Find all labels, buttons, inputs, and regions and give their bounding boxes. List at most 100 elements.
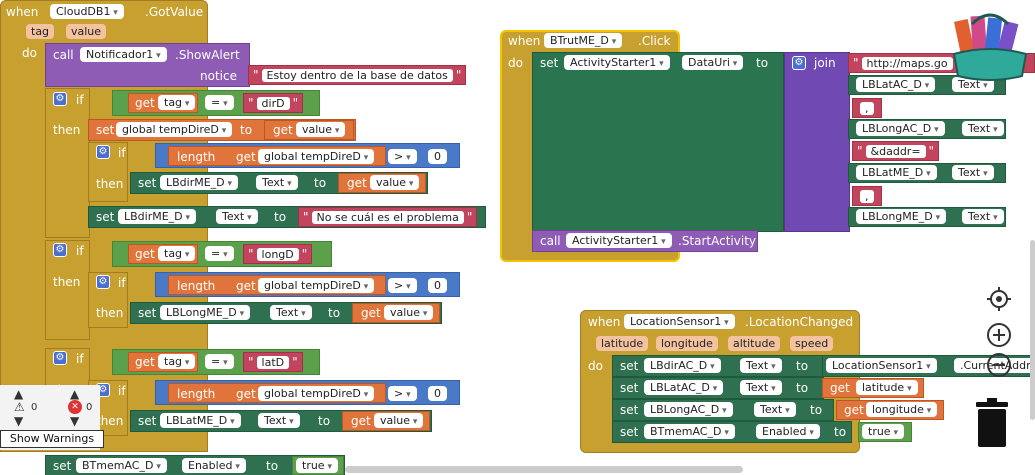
- property-dropdown[interactable]: Text: [270, 305, 312, 320]
- value-dropdown[interactable]: value: [296, 122, 346, 137]
- dirD-value[interactable]: dirD: [256, 97, 290, 110]
- param-tag[interactable]: tag: [26, 24, 55, 39]
- longD-string[interactable]: "longD": [243, 244, 313, 264]
- gear-icon[interactable]: ⚙: [96, 275, 110, 289]
- latD-value[interactable]: latD: [256, 356, 290, 369]
- property-dropdown[interactable]: Text: [258, 413, 300, 428]
- component-dropdown[interactable]: LBLongAC_D: [644, 402, 733, 417]
- daddr-string[interactable]: "&daddr=": [852, 141, 940, 161]
- activity-dropdown[interactable]: ActivityStarter1: [566, 233, 672, 248]
- comma-string[interactable]: ,: [852, 98, 882, 118]
- tag-dropdown[interactable]: tag: [158, 354, 196, 369]
- property-dropdown[interactable]: Enabled: [756, 424, 820, 439]
- gear-icon[interactable]: ⚙: [53, 92, 67, 106]
- arrow-up-icon[interactable]: ▲: [70, 387, 80, 401]
- trash-icon[interactable]: [974, 398, 1010, 448]
- global-var-dropdown[interactable]: global tempDireD: [258, 278, 375, 293]
- latD-string[interactable]: "latD": [243, 352, 303, 372]
- value-dropdown[interactable]: value: [374, 413, 424, 428]
- show-warnings-button[interactable]: Show Warnings: [0, 430, 104, 448]
- zero-number[interactable]: 0: [428, 386, 447, 401]
- eq-dropdown[interactable]: =: [205, 246, 234, 261]
- param-speed[interactable]: speed: [790, 336, 834, 351]
- component-dropdown[interactable]: LocationSensor1: [624, 314, 735, 329]
- set-datauri-block[interactable]: [532, 52, 784, 232]
- horizontal-scrollbar[interactable]: [345, 466, 743, 473]
- if-block-dirD[interactable]: [45, 88, 90, 238]
- property-dropdown[interactable]: Text: [754, 402, 796, 417]
- gt-dropdown[interactable]: >: [388, 278, 417, 293]
- gear-icon[interactable]: ⚙: [792, 56, 806, 70]
- component-dropdown[interactable]: LBLatME_D: [160, 413, 241, 428]
- gear-icon[interactable]: ⚙: [53, 351, 67, 365]
- param-value[interactable]: value: [66, 24, 107, 39]
- param-latitude[interactable]: latitude: [596, 336, 649, 351]
- property-dropdown[interactable]: Enabled: [182, 458, 246, 473]
- recenter-icon[interactable]: [986, 286, 1012, 312]
- component-dropdown[interactable]: LBLongME_D: [160, 305, 251, 320]
- component-dropdown[interactable]: LBLatAC_D: [856, 77, 936, 92]
- daddr-value[interactable]: &daddr=: [865, 145, 926, 158]
- comma-value[interactable]: ,: [860, 102, 874, 115]
- gt-dropdown[interactable]: >: [388, 149, 417, 164]
- property-dropdown[interactable]: Text: [962, 121, 1004, 136]
- value-dropdown[interactable]: value: [384, 305, 434, 320]
- component-dropdown[interactable]: LBdirAC_D: [644, 358, 721, 373]
- property-dropdown[interactable]: Text: [740, 358, 782, 373]
- dirD-string[interactable]: "dirD": [243, 93, 304, 113]
- zero-number[interactable]: 0: [428, 149, 447, 164]
- true-dropdown[interactable]: true: [296, 458, 338, 473]
- vertical-scrollbar[interactable]: [1030, 240, 1035, 420]
- gear-icon[interactable]: ⚙: [53, 243, 67, 257]
- zoom-in-icon[interactable]: [986, 322, 1012, 348]
- zoom-out-icon[interactable]: [986, 352, 1012, 378]
- value-dropdown[interactable]: value: [370, 175, 420, 190]
- component-dropdown[interactable]: LBdirME_D: [118, 209, 197, 224]
- longitude-dropdown[interactable]: longitude: [866, 402, 938, 417]
- sensor-dropdown[interactable]: LocationSensor1: [826, 358, 937, 373]
- latitude-dropdown[interactable]: latitude: [856, 380, 918, 395]
- param-longitude[interactable]: longitude: [656, 336, 718, 351]
- tag-dropdown[interactable]: tag: [158, 246, 196, 261]
- global-var-dropdown[interactable]: global tempDireD: [116, 122, 233, 137]
- arrow-down-icon[interactable]: ▼: [70, 414, 80, 428]
- longD-value[interactable]: longD: [256, 248, 299, 261]
- tag-dropdown[interactable]: tag: [158, 95, 196, 110]
- comma-string[interactable]: ,: [852, 186, 882, 206]
- component-dropdown[interactable]: LBLongME_D: [856, 209, 947, 224]
- gear-icon[interactable]: ⚙: [96, 145, 110, 159]
- url-value[interactable]: http://maps.go: [861, 57, 953, 70]
- problem-string[interactable]: "No se cuál es el problema": [298, 207, 478, 227]
- component-dropdown[interactable]: LBLatAC_D: [644, 380, 724, 395]
- gt-dropdown[interactable]: >: [388, 386, 417, 401]
- alert-text-string[interactable]: "Estoy dentro de la base de datos": [248, 65, 467, 85]
- arrow-down-icon[interactable]: ▼: [14, 414, 24, 428]
- property-dropdown[interactable]: Text: [952, 165, 994, 180]
- true-dropdown[interactable]: true: [862, 424, 904, 439]
- property-dropdown[interactable]: Text: [216, 209, 258, 224]
- problem-value[interactable]: No se cuál es el problema: [311, 211, 464, 224]
- zero-number[interactable]: 0: [428, 278, 447, 293]
- component-dropdown[interactable]: BTmemAC_D: [644, 424, 735, 439]
- component-dropdown[interactable]: BTmemAC_D: [76, 458, 167, 473]
- property-dropdown[interactable]: Text: [962, 209, 1004, 224]
- activity-dropdown[interactable]: ActivityStarter1: [564, 55, 670, 70]
- global-var-dropdown[interactable]: global tempDireD: [258, 149, 375, 164]
- eq-dropdown[interactable]: =: [205, 95, 234, 110]
- property-dropdown[interactable]: Text: [740, 380, 782, 395]
- component-dropdown[interactable]: BTrutME_D: [544, 33, 623, 48]
- if-block-longD[interactable]: [45, 240, 90, 340]
- notifier-dropdown[interactable]: Notificador1: [80, 47, 167, 62]
- eq-dropdown[interactable]: =: [205, 354, 234, 369]
- component-dropdown[interactable]: LBLongAC_D: [856, 121, 945, 136]
- component-dropdown[interactable]: LBdirME_D: [160, 175, 239, 190]
- datauri-dropdown[interactable]: DataUri: [682, 55, 744, 70]
- backpack-icon[interactable]: [950, 10, 1030, 82]
- alert-text-value[interactable]: Estoy dentro de la base de datos: [261, 69, 453, 82]
- component-dropdown[interactable]: LBLatME_D: [856, 165, 937, 180]
- component-dropdown[interactable]: CloudDB1: [50, 4, 124, 19]
- global-var-dropdown[interactable]: global tempDireD: [258, 386, 375, 401]
- param-altitude[interactable]: altitude: [728, 336, 781, 351]
- comma-value[interactable]: ,: [860, 190, 874, 203]
- property-dropdown[interactable]: Text: [256, 175, 298, 190]
